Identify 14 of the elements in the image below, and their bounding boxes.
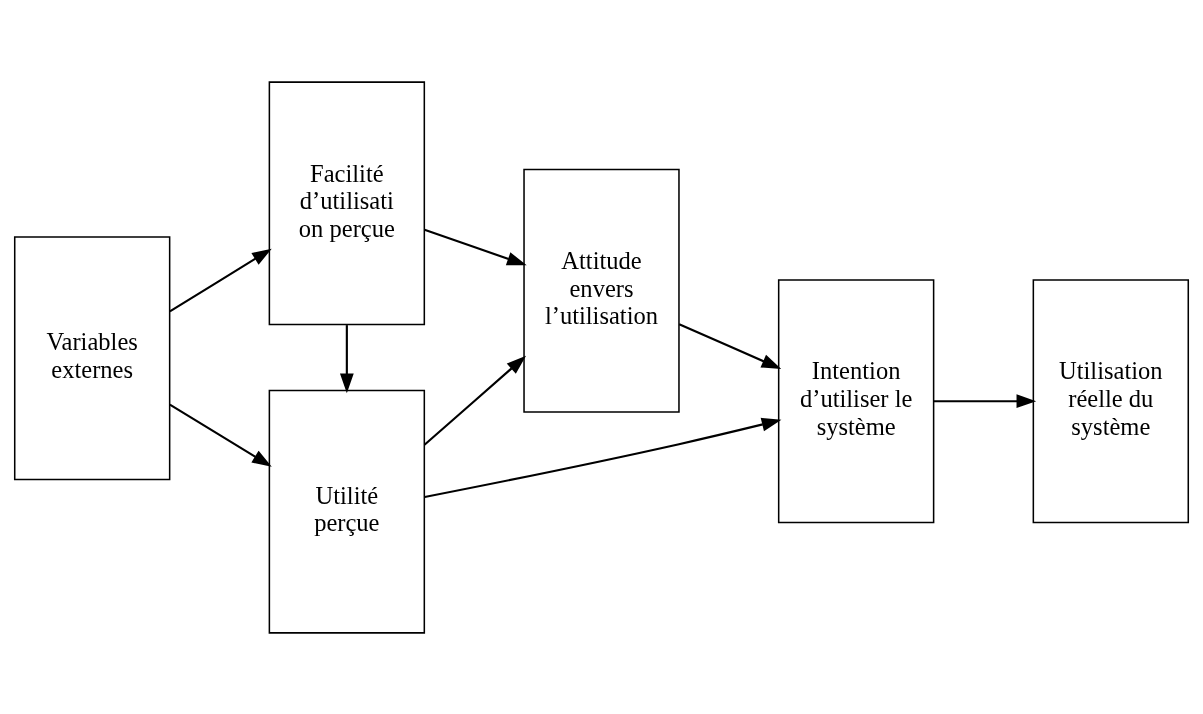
arrow <box>933 393 1037 408</box>
arrow <box>678 322 782 369</box>
arrow <box>339 324 354 393</box>
node-box: Utilité perçue <box>268 389 426 634</box>
node-box: Intention d’utiliser le système <box>777 278 935 523</box>
node-box: Facilité d’utilisati on perçue <box>268 80 426 325</box>
node-box: Utilisation réelle du système <box>1032 278 1190 523</box>
arrow <box>423 355 527 446</box>
node-box: Attitude envers l’utilisation <box>523 168 680 413</box>
arrow <box>424 228 527 265</box>
arrow <box>169 248 272 312</box>
arrow <box>424 417 782 498</box>
arrow <box>169 403 272 467</box>
node-box: Variables externes <box>13 235 171 480</box>
